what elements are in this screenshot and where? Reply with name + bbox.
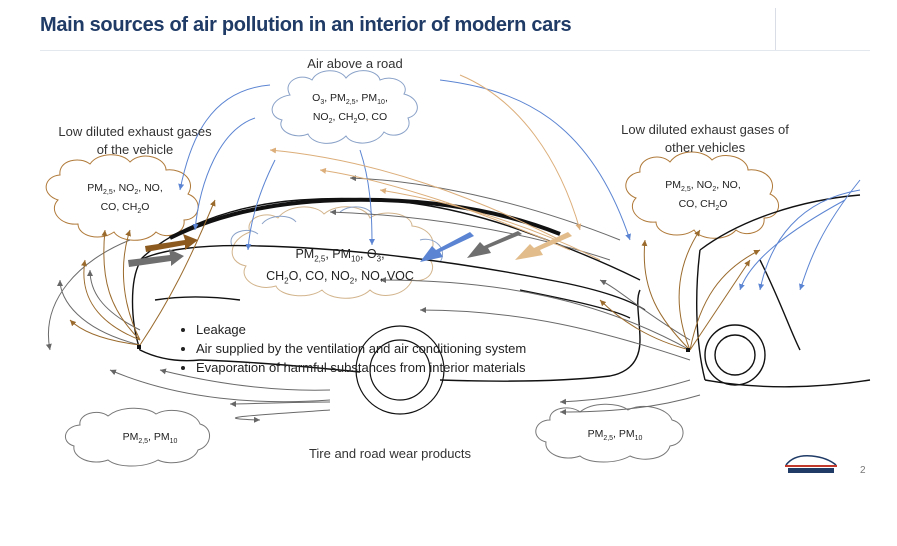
arrows-exhaust xyxy=(69,199,761,351)
arrows-air-above xyxy=(178,79,861,291)
cloud-left-text: PM2,5, NO2, NO, CO, CH2O xyxy=(60,181,190,219)
thick-arrow-brown xyxy=(145,234,198,252)
thick-arrow-gray-left xyxy=(128,249,184,267)
cloud-bottom-right-line1: PM2,5, PM10 xyxy=(587,428,643,443)
label-other-exhaust: Low diluted exhaust gases of other vehic… xyxy=(600,121,810,157)
cloud-right-line1: PM2,5, NO2, NO, xyxy=(665,179,741,194)
cloud-top-line2: NO2, CH2O, CO xyxy=(312,111,388,126)
cloud-center-line2: CH2O, CO, NO2, NO, VOC xyxy=(266,268,414,286)
cloud-center-line1: PM2,5, PM10, O3, xyxy=(295,247,385,264)
other-car-outline xyxy=(696,194,871,388)
cloud-bottom-left-text: PM2,5, PM10 xyxy=(90,430,210,449)
car-roofline xyxy=(169,197,561,240)
header-divider-vertical xyxy=(775,8,776,50)
cloud-bottom-right xyxy=(535,403,684,463)
cloud-left-line2: CO, CH2O xyxy=(100,201,150,216)
page-number: 2 xyxy=(860,465,866,476)
arrows-tan xyxy=(269,74,601,261)
thick-arrow-blue xyxy=(420,232,474,262)
list-item: Air supplied by the ventilation and air … xyxy=(196,339,526,358)
cloud-top xyxy=(271,70,418,144)
cloud-left-line1: PM2,5, NO2, NO, xyxy=(87,182,163,197)
list-item: Evaporation of harmful substances from i… xyxy=(196,358,526,377)
cloud-right-line2: CO, CH2O xyxy=(678,198,728,213)
thick-arrow-tan xyxy=(515,232,572,260)
list-item: Leakage xyxy=(196,320,526,339)
organization-logo xyxy=(785,454,837,473)
label-air-above-road: Air above a road xyxy=(307,56,403,71)
header-divider-horizontal xyxy=(40,50,870,51)
label-own-exhaust: Low diluted exhaust gases of the vehicle xyxy=(40,123,230,159)
car-wheel-rear xyxy=(355,325,445,415)
label-own-exhaust-line1: Low diluted exhaust gases xyxy=(58,124,212,139)
cloud-top-line1: O3, PM2,5, PM10, xyxy=(312,92,388,107)
cloud-center-text: PM2,5, PM10, O3, CH2O, CO, NO2, NO, VOC xyxy=(250,246,430,289)
cloud-right-text: PM2,5, NO2, NO, CO, CH2O xyxy=(638,178,768,216)
cloud-bottom-left xyxy=(65,407,210,467)
cloud-left xyxy=(45,154,199,241)
exhaust-pipe-left xyxy=(137,345,141,349)
label-other-exhaust-line1: Low diluted exhaust gases of xyxy=(621,122,789,137)
cloud-center xyxy=(230,206,443,299)
cloud-top-text: O3, PM2,5, PM10, NO2, CH2O, CO xyxy=(285,91,415,129)
slide-title: Main sources of air pollution in an inte… xyxy=(40,14,572,36)
exhaust-pipe-right xyxy=(686,348,690,352)
cloud-bottom-left-line1: PM2,5, PM10 xyxy=(122,431,178,446)
arrows-gray xyxy=(45,175,701,423)
thick-arrow-gray-right xyxy=(467,231,522,258)
cloud-bottom-right-text: PM2,5, PM10 xyxy=(555,427,675,446)
label-tire-wear: Tire and road wear products xyxy=(308,446,472,461)
label-other-exhaust-line2: other vehicles xyxy=(664,140,746,155)
ingress-sources-list: Leakage Air supplied by the ventilation … xyxy=(170,320,526,377)
label-own-exhaust-line2: of the vehicle xyxy=(96,142,174,157)
cloud-right xyxy=(625,151,779,239)
